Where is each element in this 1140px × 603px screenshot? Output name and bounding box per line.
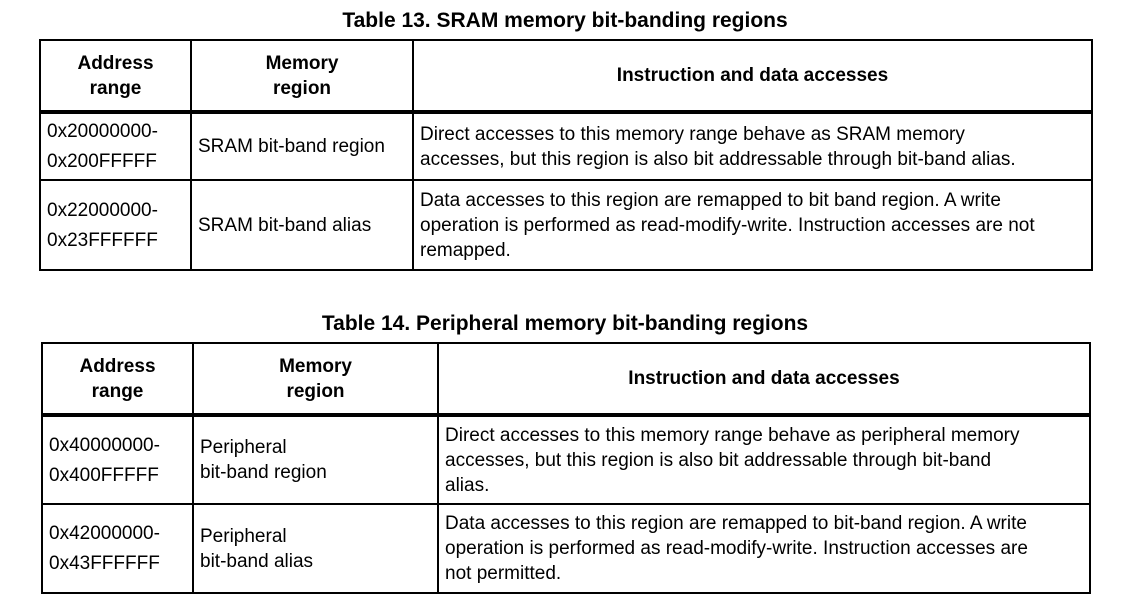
table-row: 0x42000000- 0x43FFFFFF Peripheral bit-ba… xyxy=(41,503,1091,594)
table-header-row: Address range Memory region Instruction … xyxy=(39,39,1093,114)
accesses-cell: Direct accesses to this memory range beh… xyxy=(412,111,1093,181)
table-row: 0x20000000- 0x200FFFFF SRAM bit-band reg… xyxy=(39,111,1093,181)
memory-region-cell: SRAM bit-band region xyxy=(190,111,414,181)
header-memory-region: Memory region xyxy=(192,342,439,417)
memory-region-cell: Peripheral bit-band region xyxy=(192,414,439,505)
peripheral-bitband-table: Address range Memory region Instruction … xyxy=(41,342,1091,594)
table-header-row: Address range Memory region Instruction … xyxy=(41,342,1091,417)
header-accesses: Instruction and data accesses xyxy=(412,39,1093,114)
memory-region-cell: SRAM bit-band alias xyxy=(190,179,414,271)
address-range-cell: 0x22000000- 0x23FFFFFF xyxy=(39,179,192,271)
accesses-cell: Data accesses to this region are remappe… xyxy=(412,179,1093,271)
address-range-cell: 0x42000000- 0x43FFFFFF xyxy=(41,503,194,594)
address-range-cell: 0x40000000- 0x400FFFFF xyxy=(41,414,194,505)
header-address-range: Address range xyxy=(39,39,192,114)
table-row: 0x22000000- 0x23FFFFFF SRAM bit-band ali… xyxy=(39,179,1093,271)
header-memory-region: Memory region xyxy=(190,39,414,114)
table-13-caption: Table 13. SRAM memory bit-banding region… xyxy=(342,9,788,32)
accesses-cell: Data accesses to this region are remappe… xyxy=(437,503,1091,594)
accesses-cell: Direct accesses to this memory range beh… xyxy=(437,414,1091,505)
header-address-range: Address range xyxy=(41,342,194,417)
header-accesses: Instruction and data accesses xyxy=(437,342,1091,417)
address-range-cell: 0x20000000- 0x200FFFFF xyxy=(39,111,192,181)
table-14-caption: Table 14. Peripheral memory bit-banding … xyxy=(321,312,809,335)
table-row: 0x40000000- 0x400FFFFF Peripheral bit-ba… xyxy=(41,414,1091,505)
memory-region-cell: Peripheral bit-band alias xyxy=(192,503,439,594)
sram-bitband-table: Address range Memory region Instruction … xyxy=(39,39,1093,271)
